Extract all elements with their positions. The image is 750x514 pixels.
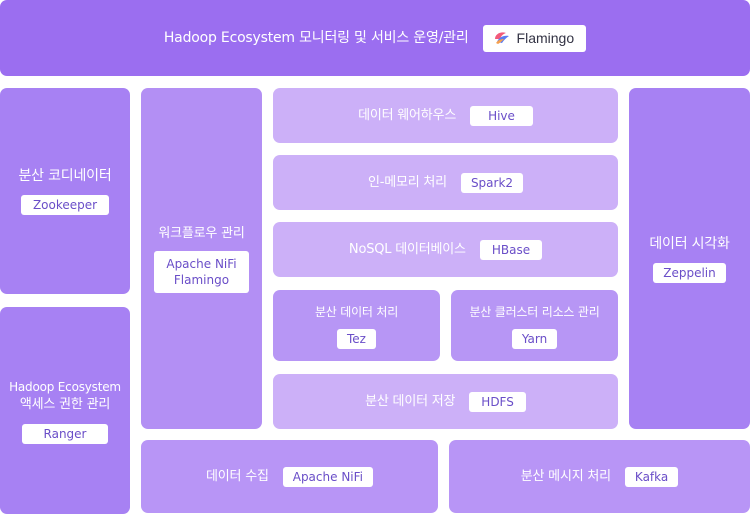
hive-tag: Hive — [470, 105, 533, 126]
hdfs-tag: HDFS — [469, 391, 526, 412]
messaging-label: 분산 메시지 처리 — [520, 468, 611, 484]
flamingo-text: Flamingo — [173, 272, 230, 287]
visualization-label: 데이터 시각화 — [649, 235, 730, 252]
nosql-label: NoSQL 데이터베이스 — [348, 241, 466, 257]
workflow-label: 워크플로우 관리 — [158, 225, 245, 241]
access-control-box: Hadoop Ecosystem 액세스 권한 관리 Ranger — [0, 307, 130, 514]
flamingo-brand-tag: Flamingo — [482, 24, 587, 52]
storage-label: 분산 데이터 저장 — [365, 393, 456, 409]
workflow-box: 워크플로우 관리 Apache NiFi Flamingo — [141, 88, 262, 429]
apache-nifi-text: Apache NiFi — [166, 256, 237, 271]
spark2-tag: Spark2 — [460, 172, 524, 193]
inmemory-label: 인-메모리 처리 — [367, 174, 447, 190]
zookeeper-tag: Zookeeper — [20, 195, 110, 215]
visualization-box: 데이터 시각화 Zeppelin — [629, 88, 750, 429]
brand-name: Flamingo — [516, 30, 575, 46]
collection-box: 데이터 수집 Apache NiFi — [141, 440, 438, 513]
kafka-tag: Kafka — [624, 466, 679, 487]
processing-box: 분산 데이터 처리 Tez — [273, 290, 440, 361]
access-control-label-line1: Hadoop Ecosystem — [9, 379, 121, 394]
cluster-label: 분산 클러스터 리소스 관리 — [469, 304, 600, 319]
coordinator-label: 분산 코디네이터 — [18, 168, 112, 184]
nosql-box: NoSQL 데이터베이스 HBase — [273, 222, 618, 277]
yarn-tag: Yarn — [511, 328, 558, 349]
collection-label: 데이터 수집 — [206, 468, 269, 484]
cluster-box: 분산 클러스터 리소스 관리 Yarn — [451, 290, 618, 361]
hbase-tag: HBase — [479, 239, 543, 260]
inmemory-box: 인-메모리 처리 Spark2 — [273, 155, 618, 210]
messaging-box: 분산 메시지 처리 Kafka — [449, 440, 750, 513]
ranger-tag: Ranger — [21, 423, 109, 444]
coordinator-box: 분산 코디네이터 Zookeeper — [0, 88, 130, 294]
zeppelin-tag: Zeppelin — [653, 262, 726, 283]
storage-box: 분산 데이터 저장 HDFS — [273, 374, 618, 429]
header-title: Hadoop Ecosystem 모니터링 및 서비스 운영/관리 — [163, 30, 469, 46]
warehouse-label: 데이터 웨어하우스 — [358, 107, 457, 123]
header-bar: Hadoop Ecosystem 모니터링 및 서비스 운영/관리 Flamin… — [0, 0, 750, 76]
access-control-label-line2: 액세스 권한 관리 — [19, 396, 111, 412]
processing-label: 분산 데이터 처리 — [314, 304, 399, 319]
warehouse-box: 데이터 웨어하우스 Hive — [273, 88, 618, 143]
apache-nifi-tag: Apache NiFi — [282, 466, 373, 487]
flamingo-logo-icon — [494, 32, 509, 44]
tez-tag: Tez — [337, 328, 376, 349]
workflow-tools-tag: Apache NiFi Flamingo — [154, 250, 249, 293]
